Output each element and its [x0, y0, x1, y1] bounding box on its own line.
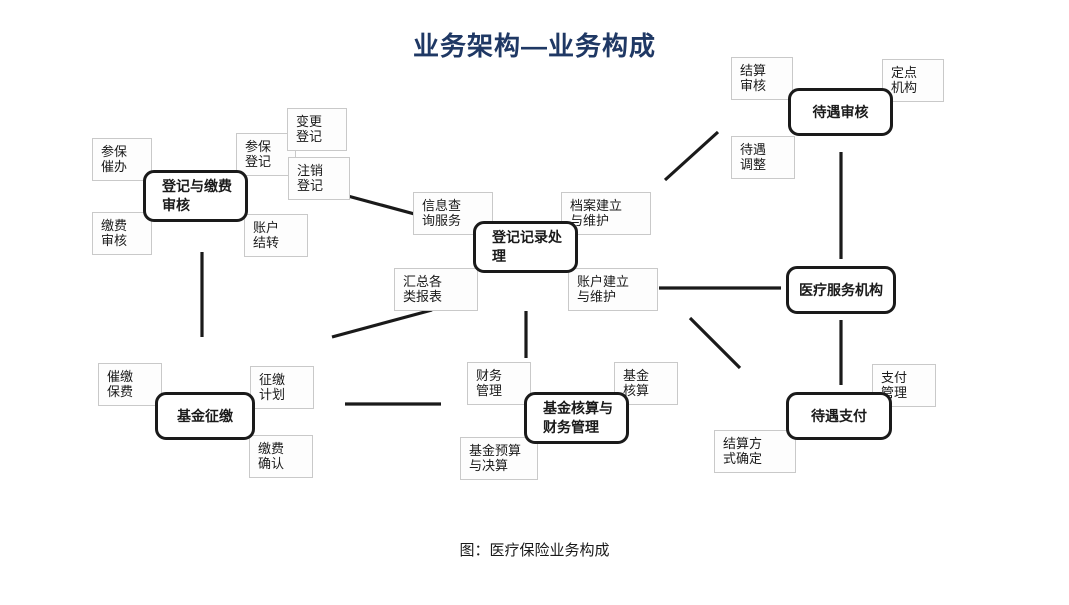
link-fundcollection-to-record	[331, 308, 433, 339]
satellite-payment_confirmation[interactable]: 缴费 确认	[249, 435, 313, 478]
link-benefitaudit-diagonal	[663, 130, 720, 182]
satellite-account_build_maintain[interactable]: 账户建立 与维护	[568, 268, 658, 311]
satellite-finance_management[interactable]: 财务 管理	[467, 362, 531, 405]
satellite-insurance_registration[interactable]: 参保 登记	[236, 133, 296, 176]
satellite-collection_plan[interactable]: 征缴 计划	[250, 366, 314, 409]
node-registration_record_process[interactable]: 登记记录处理	[473, 221, 578, 273]
satellite-payment_audit[interactable]: 缴费 审核	[92, 212, 152, 255]
link-benefitpayment-diagonal	[688, 316, 742, 370]
satellite-cancel_registration[interactable]: 注销 登记	[288, 157, 350, 200]
node-fund_collection[interactable]: 基金征缴	[155, 392, 255, 440]
satellite-settlement_audit[interactable]: 结算 审核	[731, 57, 793, 100]
node-medical_service_org[interactable]: 医疗服务机构	[786, 266, 896, 314]
satellite-fund_budget_final[interactable]: 基金预算 与决算	[460, 437, 538, 480]
satellite-account_carryover[interactable]: 账户 结转	[244, 214, 308, 257]
satellite-change_registration[interactable]: 变更 登记	[287, 108, 347, 151]
satellite-insurance_urging[interactable]: 参保 催办	[92, 138, 152, 181]
satellite-fund_accounting[interactable]: 基金 核算	[614, 362, 678, 405]
page-title: 业务架构—业务构成	[412, 31, 656, 61]
node-registration_payment_audit[interactable]: 登记与缴费审核	[143, 170, 248, 222]
satellite-summary_reports[interactable]: 汇总各 类报表	[394, 268, 478, 311]
satellite-settlement_method[interactable]: 结算方 式确定	[714, 430, 796, 473]
figure-caption: 图：医疗保险业务构成	[459, 542, 610, 559]
node-benefit_payment[interactable]: 待遇支付	[786, 392, 892, 440]
node-benefit_audit[interactable]: 待遇审核	[788, 88, 893, 136]
node-fund_accounting_finance[interactable]: 基金核算与 财务管理	[524, 392, 629, 444]
satellite-benefit_adjustment[interactable]: 待遇 调整	[731, 136, 795, 179]
satellite-urge_premium[interactable]: 催缴 保费	[98, 363, 162, 406]
